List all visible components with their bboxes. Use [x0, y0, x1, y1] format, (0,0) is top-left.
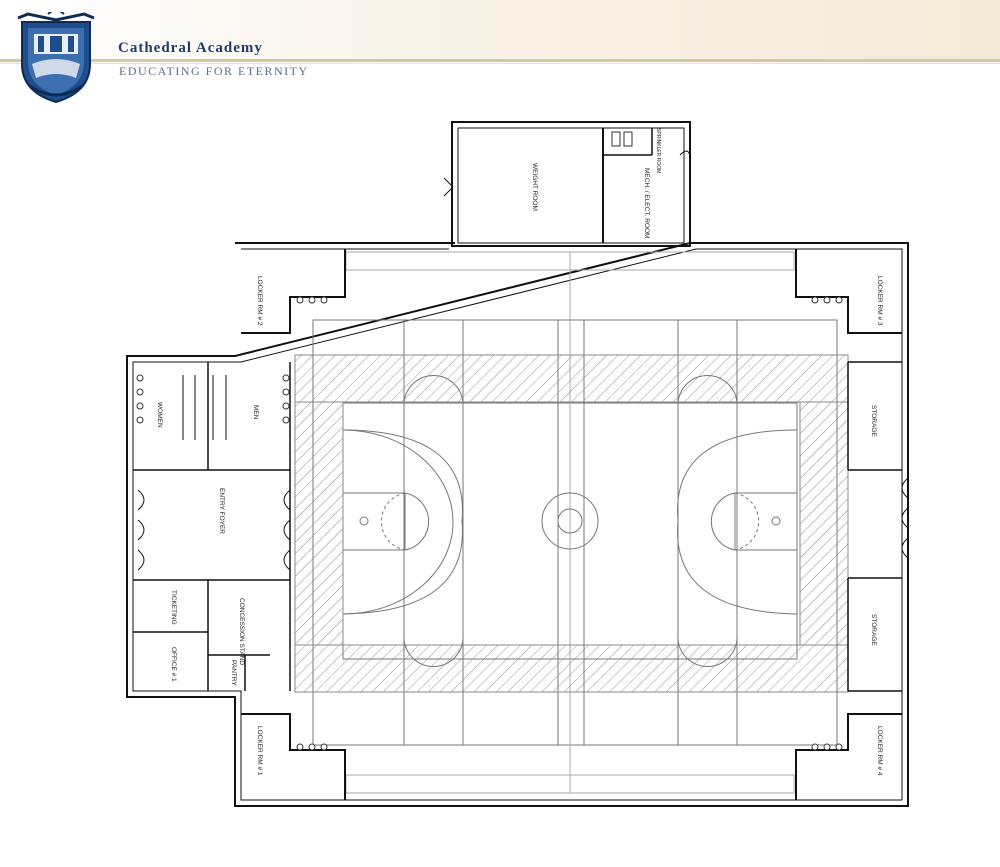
label-mech-elect: MECH. / ELECT. ROOM [643, 168, 650, 238]
label-men: MEN [252, 405, 259, 420]
locker-room-walls [241, 249, 902, 800]
label-women: WOMEN [156, 402, 163, 428]
label-storage-bottom: STORAGE [870, 614, 877, 646]
header-rule-secondary [0, 63, 1000, 64]
label-concession: CONCESSION STAND [238, 598, 245, 665]
fixtures [136, 131, 843, 751]
site-title[interactable]: Cathedral Academy [118, 40, 263, 56]
front-rooms [133, 362, 909, 691]
label-weight-room: WEIGHT ROOM [531, 163, 538, 211]
site-header [0, 0, 1000, 62]
label-office: OFFICE # 1 [170, 647, 177, 682]
room-labels: WEIGHT ROOM SPRINKLER ROOM MECH. / ELECT… [156, 128, 883, 776]
bleacher-zones [294, 354, 849, 693]
label-entry-foyer: ENTRY FOYER [218, 488, 225, 534]
basketball-court [312, 251, 838, 794]
label-storage-top: STORAGE [870, 405, 877, 437]
header-rule [0, 59, 1000, 62]
label-ticketing: TICKETING [170, 590, 177, 625]
label-locker-2: LOCKER RM # 2 [256, 276, 263, 326]
label-sprinkler-room: SPRINKLER ROOM [655, 128, 661, 173]
label-pantry: PANTRY [230, 660, 237, 686]
label-locker-1: LOCKER RM # 1 [256, 726, 263, 776]
label-locker-4: LOCKER RM # 4 [876, 726, 883, 776]
site-motto: EDUCATING FOR ETERNITY [119, 64, 309, 78]
crest-icon[interactable] [14, 12, 98, 104]
outer-walls [126, 242, 909, 807]
label-locker-3: LOCKER RM # 3 [876, 276, 883, 326]
weight-room-annex [443, 121, 691, 247]
